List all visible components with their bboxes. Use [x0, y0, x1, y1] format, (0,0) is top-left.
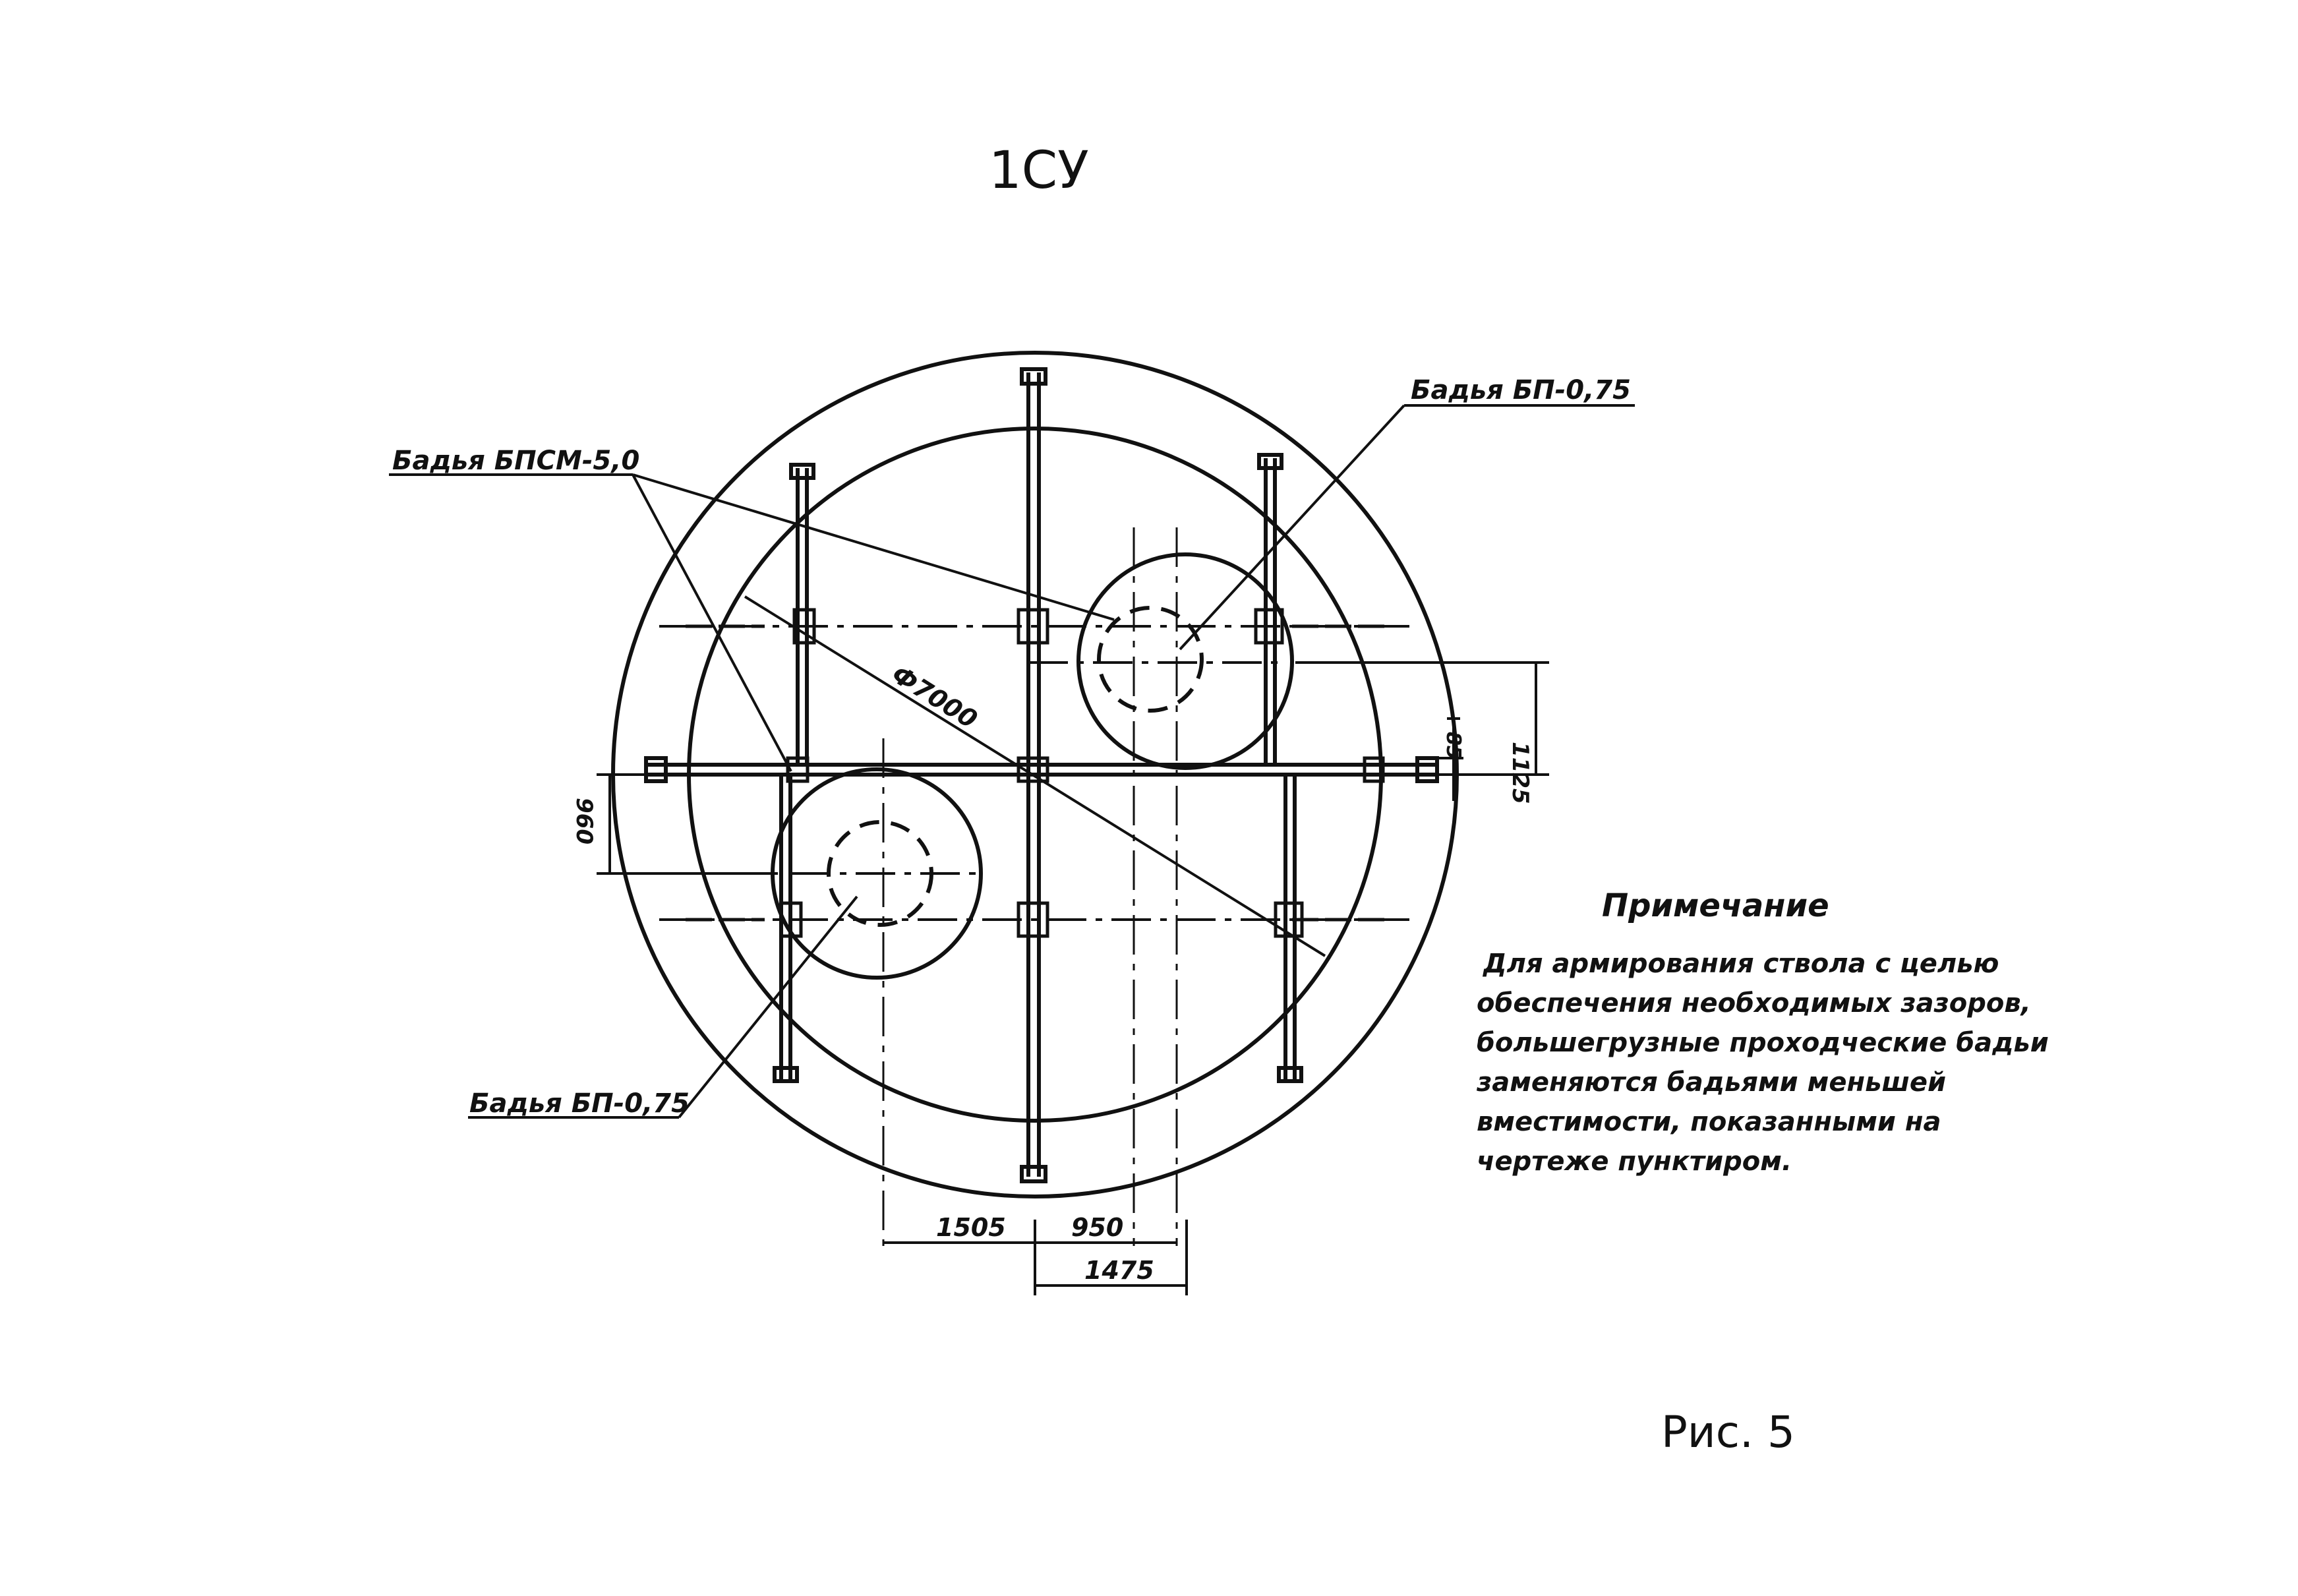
- bolt-plate: [1016, 608, 1049, 645]
- note-line-5: вместимости, показанными на: [1477, 1107, 1941, 1137]
- bottom-dimensions: [883, 1220, 1188, 1295]
- dimension-85: 85: [1442, 732, 1465, 759]
- leader-lines: [389, 404, 1635, 1119]
- dimension-1125: 1125: [1507, 742, 1533, 804]
- dimension-diameter: Ф7000: [887, 659, 982, 734]
- bucket-top-right-small-dashed: [1097, 606, 1204, 713]
- note-block: Примечание Для армирования ствола с цель…: [1476, 887, 2049, 1177]
- callout-bucket-bp-bottom: Бадья БП-0,75: [469, 1088, 690, 1119]
- bolt-plate: [1016, 901, 1049, 938]
- bolt-plate: [1274, 901, 1304, 938]
- callout-bucket-bp-top: Бадья БП-0,75: [1411, 375, 1631, 405]
- note-line-3: большегрузные проходческие бадьи: [1477, 1028, 2049, 1058]
- note-line-1: Для армирования ствола с целью: [1482, 949, 1999, 979]
- callout-bucket-bpsm: Бадья БПСМ-5,0: [392, 446, 639, 476]
- bucket-top-right-large: [1076, 552, 1294, 770]
- drawing-title: 1СУ: [989, 141, 1089, 200]
- main-horizontal-beam: [644, 756, 1439, 783]
- bolt-plate: [1254, 608, 1284, 645]
- vertical-beams: [773, 367, 1303, 1183]
- note-line-2: обеспечения необходимых зазоров,: [1477, 988, 2031, 1019]
- bolt-plate: [779, 901, 803, 938]
- note-line-6: чертеже пунктиром.: [1477, 1146, 1792, 1177]
- beam-center: [1020, 367, 1047, 1183]
- bucket-bottom-left-small-dashed: [827, 820, 933, 927]
- dimension-1505: 1505: [936, 1213, 1006, 1242]
- dimension-950: 950: [1071, 1213, 1123, 1242]
- vertical-reference-lines: [882, 527, 1178, 1246]
- bolt-plate: [1016, 756, 1049, 783]
- bolt-plate: [786, 756, 810, 783]
- dimension-960: 960: [571, 798, 597, 844]
- right-dimensions: [1295, 661, 1549, 801]
- diameter-line: [744, 595, 1326, 957]
- note-line-4: заменяются бадьями меньшей: [1476, 1067, 1946, 1098]
- cross-bars: [686, 608, 1391, 938]
- left-dimension: [597, 773, 781, 875]
- bolt-plate: [1363, 756, 1385, 783]
- dimension-1475: 1475: [1084, 1256, 1154, 1285]
- figure-label: Рис. 5: [1661, 1407, 1795, 1458]
- note-heading: Примечание: [1602, 887, 1829, 924]
